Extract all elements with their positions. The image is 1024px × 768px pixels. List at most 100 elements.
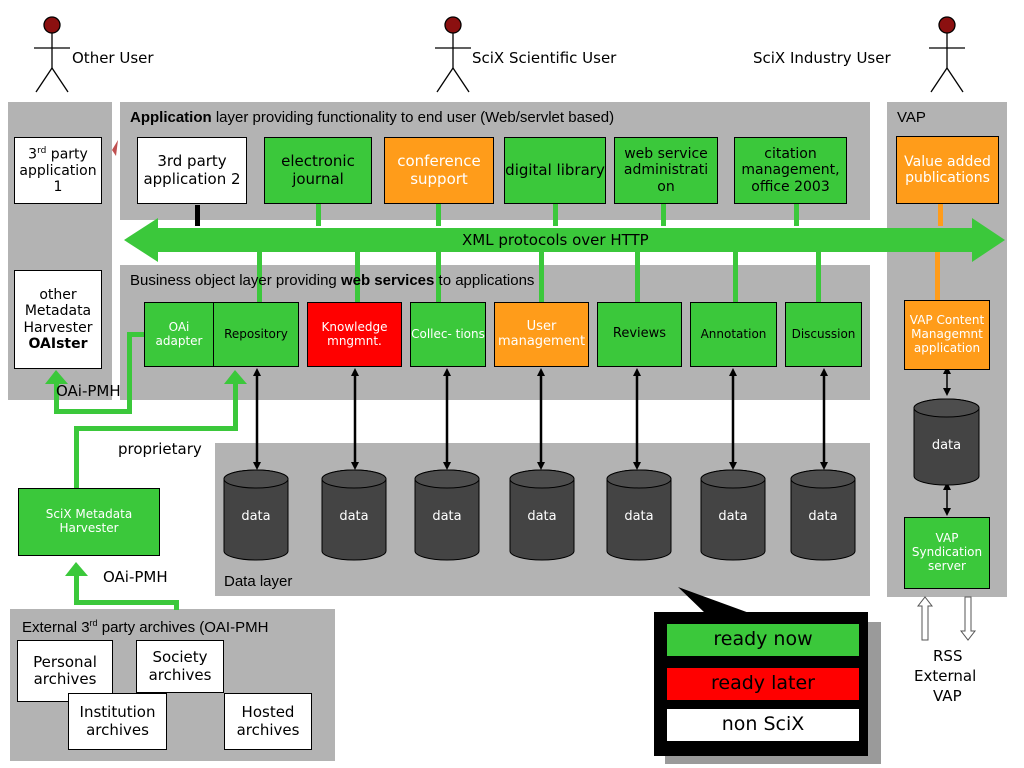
discussion[interactable]: Discussion	[785, 302, 862, 367]
app1-text: party application 1	[19, 146, 97, 195]
hosted-archives[interactable]: Hosted archives	[224, 693, 312, 750]
society-archives-label: Society archives	[148, 648, 212, 684]
reviews-label: Reviews	[612, 326, 667, 342]
legend-non-scix: non SciX	[666, 708, 860, 742]
external-archives-title: External 3rd party archives (OAI-PMH	[22, 618, 268, 636]
conference-support[interactable]: conference support	[384, 137, 494, 204]
business-title-post: to applications	[434, 272, 535, 289]
data-cylinder-1: data	[223, 469, 289, 561]
institution-archives[interactable]: Institution archives	[68, 693, 167, 750]
harvester-line3: Harvester	[23, 319, 93, 336]
repository[interactable]: Repository	[213, 302, 299, 367]
reviews[interactable]: Reviews	[597, 302, 682, 367]
data-cylinder-3: data	[414, 469, 480, 561]
hosted-archives-label: Hosted archives	[236, 703, 300, 739]
data-label-2: data	[339, 509, 369, 524]
society-archives[interactable]: Society archives	[136, 640, 224, 693]
third-party-app-2[interactable]: 3rd party application 2	[137, 137, 247, 204]
application-layer-title: Application layer providing functionalit…	[130, 109, 614, 126]
vap-data-cylinder: data	[913, 398, 980, 486]
app1-number: 3	[28, 146, 38, 163]
data-cylinder-6: data	[700, 469, 766, 561]
oai-connector-bottom	[65, 562, 179, 610]
annotation-label: Annotation	[700, 326, 767, 341]
external-label: External	[914, 667, 977, 685]
app1-sup: rd	[37, 146, 47, 157]
web-service-admin[interactable]: web service administrati on	[614, 137, 718, 204]
digital-library[interactable]: digital library	[504, 137, 606, 204]
oai-connector-top	[45, 332, 146, 414]
user-figure-other	[34, 16, 70, 93]
third-party-app-1-label: 3rd party application 1	[15, 146, 101, 195]
application-layer-title-rest: layer providing functionality to end use…	[211, 109, 615, 126]
data-label-1: data	[241, 509, 271, 524]
xml-protocols-label: XML protocols over HTTP	[462, 231, 649, 249]
user-management[interactable]: User management	[494, 302, 589, 367]
harvester-line4: OAIster	[28, 335, 88, 352]
oai-pmh-top-label: OAi-PMH	[56, 382, 121, 400]
electronic-journal-label: electronic journal	[281, 152, 355, 188]
oai-adapter[interactable]: OAi adapter	[144, 302, 214, 367]
external-title-sup: rd	[89, 618, 98, 628]
legend-ready-now: ready now	[666, 623, 860, 657]
knowledge-management[interactable]: Knowledge mngmnt.	[307, 302, 402, 367]
collections-label: Collec- tions	[411, 326, 485, 341]
business-title-pre: Business object layer providing	[130, 272, 341, 289]
rss-arrows	[916, 596, 977, 641]
vap-syndication-label: VAP Syndication server	[911, 531, 983, 573]
vap-content-management[interactable]: VAP Content Managemnt application	[904, 300, 990, 370]
discussion-label: Discussion	[791, 326, 856, 341]
user-figure-scientific	[435, 16, 471, 93]
personal-archives-label: Personal archives	[33, 652, 97, 688]
user-label-other: Other User	[72, 49, 154, 67]
vap-syndication-server[interactable]: VAP Syndication server	[904, 517, 990, 589]
user-label-industry: SciX Industry User	[753, 49, 891, 67]
rss-label: RSS	[933, 647, 963, 665]
value-added-publications[interactable]: Value added publications	[896, 136, 999, 204]
business-layer-title: Business object layer providing web serv…	[130, 272, 534, 289]
red-tick	[112, 140, 118, 156]
value-added-label: Value added publications	[904, 153, 991, 186]
vap-data-label: data	[931, 438, 962, 453]
data-cylinder-7: data	[790, 469, 856, 561]
collections[interactable]: Collec- tions	[410, 302, 486, 367]
annotation[interactable]: Annotation	[690, 302, 777, 367]
data-arrows	[253, 368, 828, 470]
scix-metadata-harvester[interactable]: SciX Metadata Harvester	[18, 488, 160, 556]
citation-management[interactable]: citation management, office 2003	[734, 137, 847, 204]
legend-ready-later-label: ready later	[711, 672, 815, 695]
data-label-6: data	[718, 509, 748, 524]
proprietary-label: proprietary	[118, 440, 202, 458]
external-vap-label: VAP	[933, 687, 962, 705]
digital-library-label: digital library	[505, 160, 605, 179]
vap-content-stub	[935, 252, 940, 300]
user-figure-industry	[929, 16, 965, 93]
application-layer-title-bold: Application	[130, 109, 212, 126]
other-metadata-harvester[interactable]: other Metadata Harvester OAIster	[14, 270, 102, 369]
app2-connector	[195, 205, 200, 226]
external-title-post: party archives (OAI-PMH	[97, 619, 269, 636]
electronic-journal[interactable]: electronic journal	[264, 137, 372, 204]
data-label-4: data	[527, 509, 557, 524]
institution-archives-label: Institution archives	[79, 703, 156, 739]
business-title-bold: web services	[340, 272, 435, 289]
external-title-pre: External 3	[22, 619, 90, 636]
personal-archives[interactable]: Personal archives	[17, 640, 113, 702]
app-stubs	[316, 204, 799, 226]
data-label-7: data	[808, 509, 838, 524]
data-cylinder-4: data	[509, 469, 575, 561]
user-label-scientific: SciX Scientific User	[472, 49, 617, 67]
harvester-line1: other	[39, 287, 77, 304]
legend-ready-later: ready later	[666, 667, 860, 701]
vap-content-label: VAP Content Managemnt application	[909, 313, 985, 355]
user-management-label: User management	[497, 318, 586, 349]
oai-adapter-label: OAi adapter	[155, 319, 203, 348]
third-party-app-1[interactable]: 3rd party application 1	[14, 137, 102, 204]
harvester-line2: Metadata	[24, 303, 92, 320]
scix-harvester-label: SciX Metadata Harvester	[45, 507, 133, 535]
repository-label: Repository	[224, 326, 288, 341]
data-layer-title: Data layer	[224, 573, 293, 590]
web-service-admin-label: web service administrati on	[623, 146, 709, 195]
data-cylinder-5: data	[606, 469, 672, 561]
